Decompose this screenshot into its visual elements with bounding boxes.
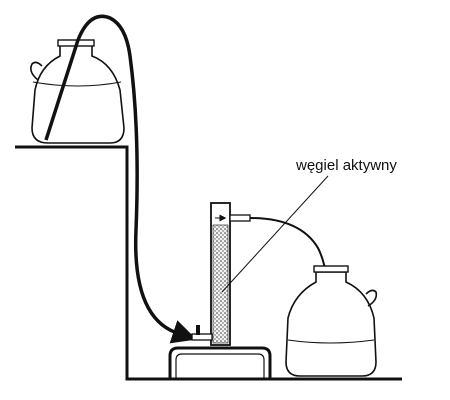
label-leader-line	[221, 175, 329, 293]
activated-carbon-label: węgiel aktywny	[295, 157, 397, 174]
siphon-hose	[44, 14, 197, 344]
filter-column	[191, 202, 251, 346]
source-carboy	[30, 39, 125, 144]
receiving-carboy	[285, 265, 378, 377]
activated-carbon-bed	[212, 224, 229, 344]
filter-stand	[168, 346, 272, 379]
